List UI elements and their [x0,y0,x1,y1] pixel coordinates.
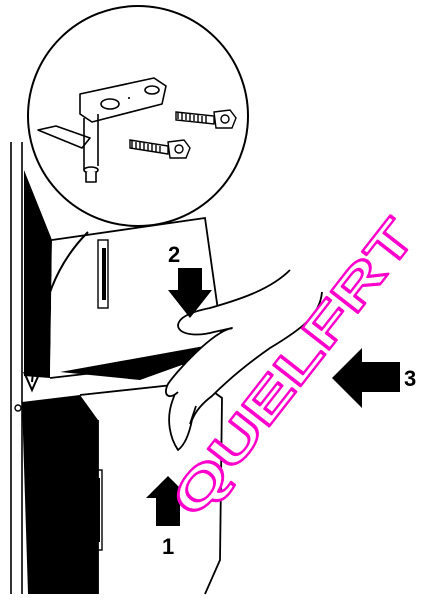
cabinet-side-wall [11,142,22,594]
step-2-label: 2 [168,242,180,267]
step-1-label: 1 [162,534,174,559]
hinge-detail-circle [28,6,248,226]
step-3-arrow [332,348,400,408]
step-3-label: 3 [404,366,416,391]
